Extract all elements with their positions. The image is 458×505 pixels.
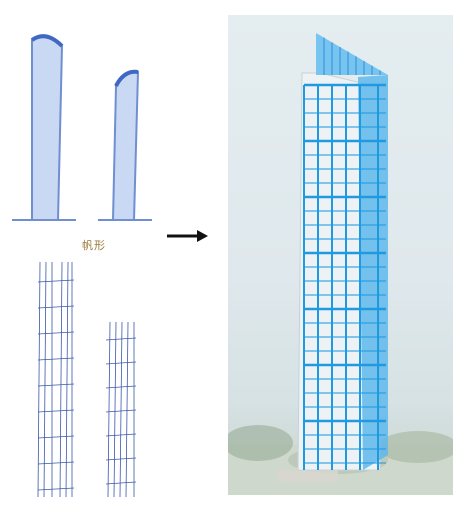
sail-caption: 帆形 bbox=[82, 239, 106, 252]
tower-crown bbox=[316, 33, 388, 75]
concept-sketches bbox=[12, 34, 152, 498]
tower-svg bbox=[228, 33, 453, 495]
blue-side-panel bbox=[358, 75, 388, 470]
sail-sketch-right bbox=[98, 69, 152, 221]
facade-grid bbox=[303, 83, 386, 470]
grid-sketch-left bbox=[37, 261, 75, 498]
crown-lines bbox=[323, 37, 381, 75]
sail-sketch-left bbox=[12, 34, 76, 221]
grid-sketch-right bbox=[105, 321, 137, 498]
right-arrow-icon bbox=[167, 230, 208, 242]
tower-rendering bbox=[228, 15, 453, 495]
